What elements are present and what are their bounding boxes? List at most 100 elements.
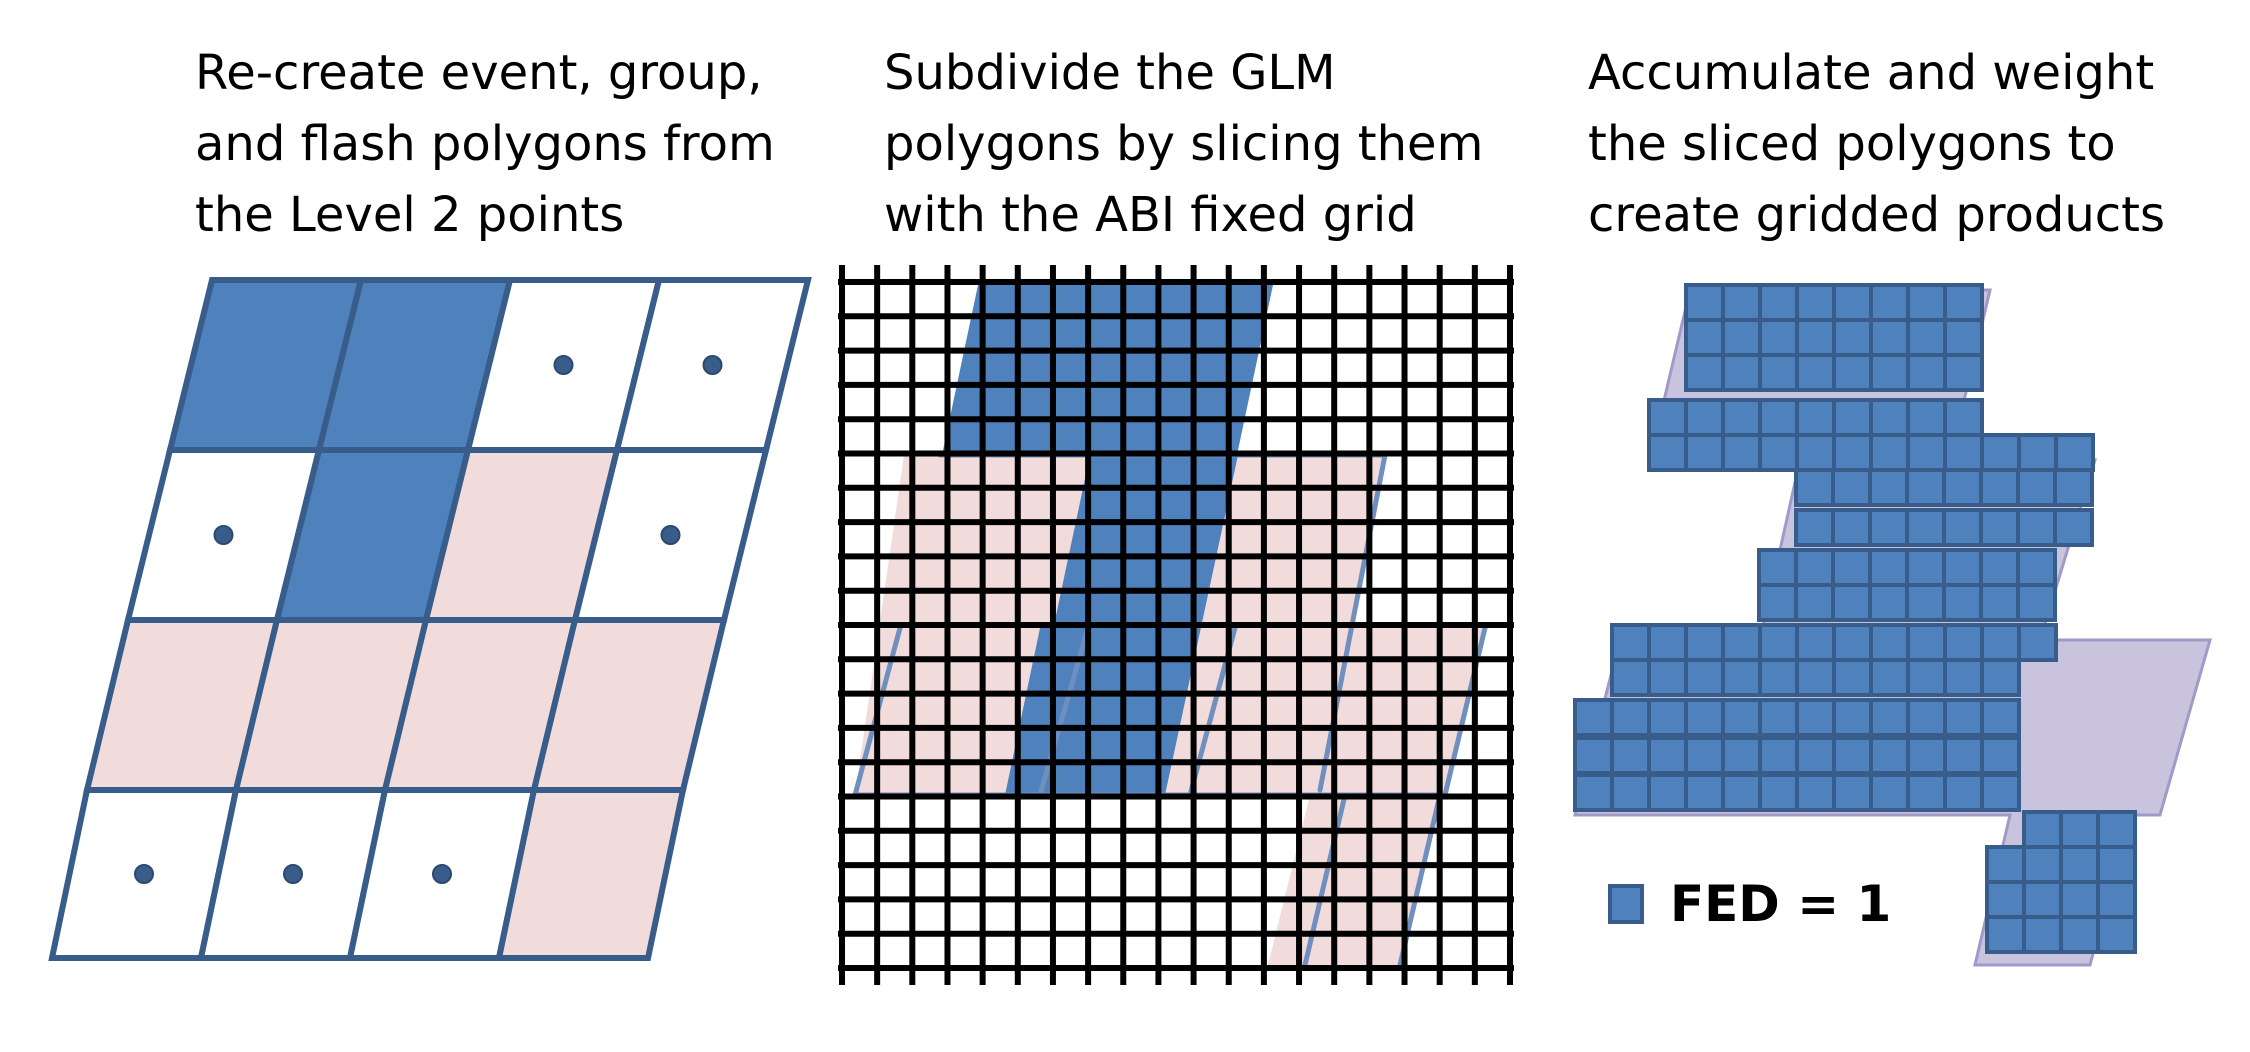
fed-grid-cell <box>1980 623 2021 662</box>
fed-grid-cell <box>1795 283 1836 322</box>
fed-grid-cell <box>1757 583 1798 622</box>
fed-grid-cell <box>1721 736 1762 775</box>
fed-grid-cell <box>1721 318 1762 357</box>
fed-grid-cell <box>1869 398 1910 437</box>
fed-grid-cell <box>1721 433 1762 472</box>
panel-2-caption-line-3: with the ABI fixed grid <box>884 187 1417 243</box>
panel-3-caption: Accumulate and weight the sliced polygon… <box>1588 38 2248 251</box>
fed-grid-cell <box>1794 508 1835 547</box>
event-cell-r4c4 <box>495 787 687 961</box>
level2-point <box>702 355 723 375</box>
fed-grid-cell <box>1980 698 2021 737</box>
fed-grid-cell <box>1758 658 1799 697</box>
fed-grid-cell <box>1869 353 1910 392</box>
fed-grid-cell <box>1942 548 1983 587</box>
fed-grid-cell <box>1868 508 1909 547</box>
fed-grid-cell <box>1943 698 1984 737</box>
fed-grid-cell <box>1610 698 1651 737</box>
level2-point <box>553 355 574 375</box>
fed-grid-cell <box>2053 468 2094 507</box>
legend-label: FED = 1 <box>1670 875 1892 933</box>
fed-grid-cell <box>1684 283 1725 322</box>
fed-grid-cell <box>1795 433 1836 472</box>
fed-grid-cell <box>2022 880 2063 919</box>
fed-grid-cell <box>1573 698 1614 737</box>
panel-1-polygons <box>48 277 812 961</box>
fed-grid-cell <box>1795 736 1836 775</box>
legend: FED = 1 <box>1608 874 1891 934</box>
panel-1-caption-line-3: the Level 2 points <box>195 187 625 243</box>
fed-grid-cell <box>1832 623 1873 662</box>
fed-grid-cell <box>1795 623 1836 662</box>
fed-grid-cell <box>2016 548 2057 587</box>
fed-grid-cell <box>1832 283 1873 322</box>
fed-grid-cell <box>1943 318 1984 357</box>
fed-grid-cell <box>2053 508 2094 547</box>
panel-3-caption-line-3: create gridded products <box>1588 187 2165 243</box>
fed-grid-cell <box>1758 623 1799 662</box>
polygon-outline <box>1442 625 1488 798</box>
fed-grid-cell <box>1758 283 1799 322</box>
legend-swatch <box>1608 884 1644 924</box>
fed-grid-cell <box>1906 698 1947 737</box>
fed-grid-cell <box>1684 658 1725 697</box>
level2-point <box>134 864 154 884</box>
fed-grid-cell <box>1794 548 1835 587</box>
fed-grid-cell <box>1868 548 1909 587</box>
fed-grid-cell <box>1684 736 1725 775</box>
panel-1-caption: Re-create event, group, and flash polygo… <box>195 38 855 251</box>
fed-grid-cell <box>1943 623 1984 662</box>
fed-grid-cell <box>1869 736 1910 775</box>
fed-grid-cell <box>1943 353 1984 392</box>
fed-grid-cell <box>1831 468 1872 507</box>
fed-grid-cell <box>1905 468 1946 507</box>
fed-grid-cell <box>1869 658 1910 697</box>
fed-grid-cell <box>1758 398 1799 437</box>
fed-grid-cell <box>1758 318 1799 357</box>
fed-grid-cell <box>2096 810 2137 849</box>
fed-grid-cell <box>1869 433 1910 472</box>
fed-grid-cell <box>1721 658 1762 697</box>
fed-grid-cell <box>1979 468 2020 507</box>
fed-grid-cell <box>1869 773 1910 812</box>
fed-grid-cell <box>1868 468 1909 507</box>
fed-grid-cell <box>1942 508 1983 547</box>
fed-grid-cell <box>1610 736 1651 775</box>
fed-grid-cell <box>1869 318 1910 357</box>
fed-grid-cell <box>2022 915 2063 954</box>
fed-grid-cell <box>2059 845 2100 884</box>
level2-point <box>283 864 303 884</box>
fed-grid-cell <box>1610 658 1651 697</box>
fed-grid-cell <box>1795 658 1836 697</box>
fed-grid-cell <box>1832 353 1873 392</box>
fed-grid-cell <box>1943 283 1984 322</box>
fed-grid-cell <box>1757 548 1798 587</box>
fed-grid-cell <box>2016 583 2057 622</box>
panel-2-caption-line-1: Subdivide the GLM <box>884 45 1336 101</box>
fed-grid-cell <box>1647 398 1688 437</box>
fed-grid-cell <box>1832 318 1873 357</box>
panel-2-caption: Subdivide the GLM polygons by slicing th… <box>884 38 1544 251</box>
fed-grid-cell <box>2016 468 2057 507</box>
sliced-flash-polygon-lower <box>1268 795 1440 965</box>
fed-grid-cell <box>1758 736 1799 775</box>
fed-grid-cell <box>1831 583 1872 622</box>
fed-grid-cell <box>1906 283 1947 322</box>
fed-grid-cell <box>1832 433 1873 472</box>
fed-grid-cell <box>2059 810 2100 849</box>
panel-3-gridded-product <box>1573 283 2212 967</box>
fed-grid-cell <box>1721 623 1762 662</box>
fed-grid-cell <box>1905 508 1946 547</box>
fed-grid-cell <box>1980 658 2021 697</box>
fed-grid-cell <box>1721 353 1762 392</box>
fed-grid-cell <box>1979 508 2020 547</box>
fed-grid-cell <box>1610 623 1651 662</box>
fed-grid-cell <box>1979 548 2020 587</box>
sliced-group-polygon-top <box>942 285 1273 455</box>
fed-grid-cell <box>1795 353 1836 392</box>
fed-grid-cell <box>1684 773 1725 812</box>
fed-grid-cell <box>1647 736 1688 775</box>
fed-grid-cell <box>2054 433 2095 472</box>
fed-grid-cell <box>1795 698 1836 737</box>
